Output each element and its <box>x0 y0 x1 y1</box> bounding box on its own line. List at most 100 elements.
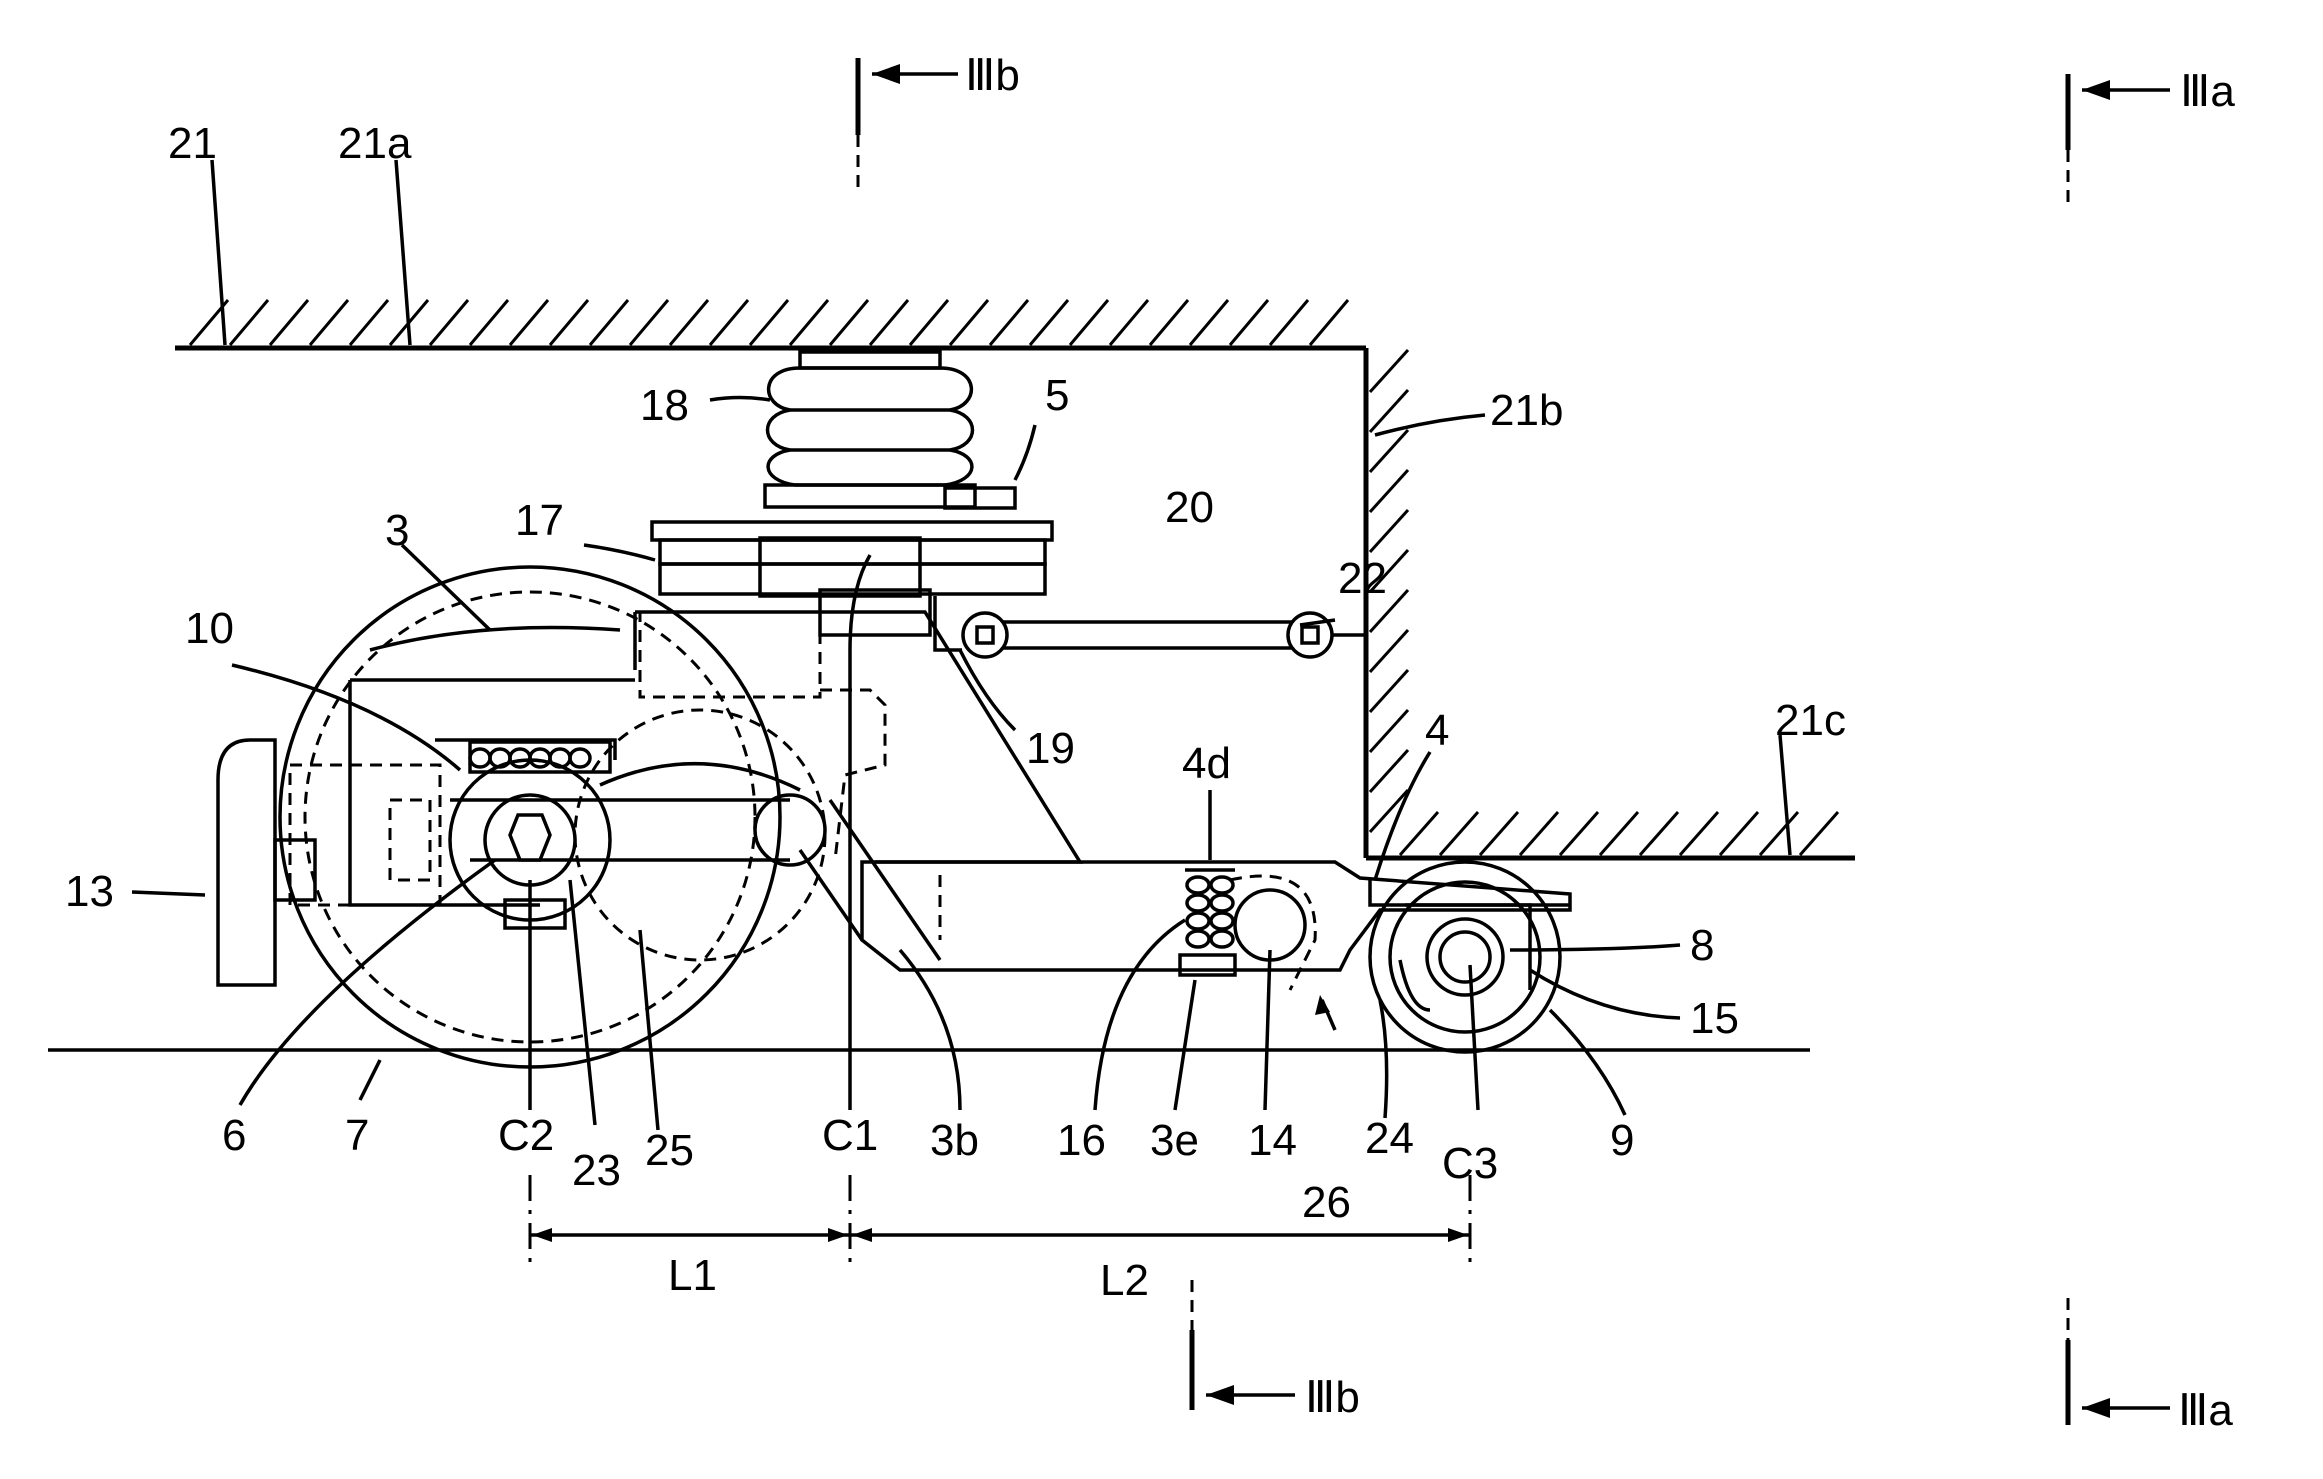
label-9: 9 <box>1610 1116 1634 1165</box>
spring-coil <box>1187 931 1209 947</box>
label-21b: 21b <box>1490 386 1563 435</box>
spring-coil <box>1187 913 1209 929</box>
label-16: 16 <box>1057 1116 1106 1165</box>
spring-coil <box>470 749 490 767</box>
hatch-stroke <box>1310 300 1348 345</box>
hatch-stroke <box>1480 812 1518 855</box>
label-L2: L2 <box>1100 1256 1149 1305</box>
hatch-stroke <box>990 300 1028 345</box>
hatch-stroke <box>1440 812 1478 855</box>
spring-coil <box>1211 877 1233 893</box>
section-label-IIIa-top: Ⅲa <box>2180 67 2235 116</box>
hatch-stroke <box>270 300 308 345</box>
hatch-stroke <box>1270 300 1308 345</box>
hatch-stroke <box>1400 812 1438 855</box>
small-wheel <box>1370 862 1560 1052</box>
spring-coil <box>1187 877 1209 893</box>
hatch-stroke <box>710 300 748 345</box>
hatch-stroke <box>630 300 668 345</box>
hatch-stroke <box>950 300 988 345</box>
label-26: 26 <box>1302 1178 1351 1227</box>
leader-lines <box>132 160 1790 1130</box>
hatch-stroke <box>1370 510 1408 552</box>
hatch-stroke <box>670 300 708 345</box>
hatch-stroke <box>1600 812 1638 855</box>
hatch-stroke <box>1370 750 1408 792</box>
hatch-stroke <box>790 300 828 345</box>
label-C2: C2 <box>498 1111 554 1160</box>
hatch-stroke <box>230 300 268 345</box>
dimension-lines <box>530 1228 1470 1242</box>
spring-coil <box>1211 895 1233 911</box>
hatch-stroke <box>1680 812 1718 855</box>
label-22: 22 <box>1338 554 1387 603</box>
section-mark-IIIb-top: Ⅲb <box>858 51 1020 195</box>
label-6: 6 <box>222 1111 246 1160</box>
hatch-stroke <box>1560 812 1598 855</box>
label-4: 4 <box>1425 706 1449 755</box>
label-8: 8 <box>1690 921 1714 970</box>
label-3: 3 <box>385 506 409 555</box>
hatch-floor <box>1400 812 1838 855</box>
label-23: 23 <box>572 1146 621 1195</box>
hatch-stroke <box>430 300 468 345</box>
label-17: 17 <box>515 496 564 545</box>
label-19: 19 <box>1026 724 1075 773</box>
hatch-stroke <box>1370 710 1408 752</box>
hatch-stroke <box>1150 300 1188 345</box>
label-L1: L1 <box>668 1251 717 1300</box>
spring-coil <box>1211 931 1233 947</box>
label-20: 20 <box>1165 483 1214 532</box>
label-15: 15 <box>1690 994 1739 1043</box>
label-10: 10 <box>185 604 234 653</box>
hatch-stroke <box>750 300 788 345</box>
hatch-stroke <box>1370 470 1408 512</box>
label-24: 24 <box>1365 1114 1414 1163</box>
label-3e: 3e <box>1150 1116 1199 1165</box>
hatch-stroke <box>1520 812 1558 855</box>
hatch-stroke <box>1190 300 1228 345</box>
hatch-stroke <box>510 300 548 345</box>
hatch-stroke <box>1370 670 1408 712</box>
hatch-stroke <box>1110 300 1148 345</box>
hatch-stroke <box>1720 812 1758 855</box>
section-label-IIIa-bottom: Ⅲa <box>2178 1386 2233 1435</box>
label-18: 18 <box>640 381 689 430</box>
hatch-stroke <box>1640 812 1678 855</box>
label-C1: C1 <box>822 1111 878 1160</box>
hatch-stroke <box>350 300 388 345</box>
spring-coil <box>1211 913 1233 929</box>
label-21c: 21c <box>1775 696 1846 745</box>
spring-coil <box>570 749 590 767</box>
label-C3: C3 <box>1442 1139 1498 1188</box>
hatch-stroke <box>550 300 588 345</box>
hatch-ceiling <box>190 300 1348 345</box>
label-13: 13 <box>65 867 114 916</box>
reference-labels: 21 21a 21b 21c 18 5 17 3 20 22 10 19 4d … <box>65 119 1846 1305</box>
label-21a: 21a <box>338 119 412 168</box>
label-4d: 4d <box>1182 739 1231 788</box>
hatch-stroke <box>1230 300 1268 345</box>
label-3b: 3b <box>930 1116 979 1165</box>
spring-coil <box>530 749 550 767</box>
hatch-stroke <box>1370 390 1408 432</box>
hatch-stroke <box>590 300 628 345</box>
hatch-stroke <box>870 300 908 345</box>
hatch-stroke <box>1070 300 1108 345</box>
hatch-stroke <box>310 300 348 345</box>
hatch-stroke <box>1030 300 1068 345</box>
label-25: 25 <box>645 1126 694 1175</box>
coupler <box>218 740 275 985</box>
hatch-stroke <box>1370 350 1408 392</box>
car-body-outline <box>175 300 1855 858</box>
label-14: 14 <box>1248 1116 1297 1165</box>
section-label-IIIb-top: Ⅲb <box>965 51 1020 100</box>
hatch-stroke <box>830 300 868 345</box>
hatch-stroke <box>1370 630 1408 672</box>
section-label-IIIb-bottom: Ⅲb <box>1305 1373 1360 1422</box>
hatch-stroke <box>1760 812 1798 855</box>
label-7: 7 <box>345 1111 369 1160</box>
hatch-stroke <box>470 300 508 345</box>
hatch-stroke <box>1800 812 1838 855</box>
